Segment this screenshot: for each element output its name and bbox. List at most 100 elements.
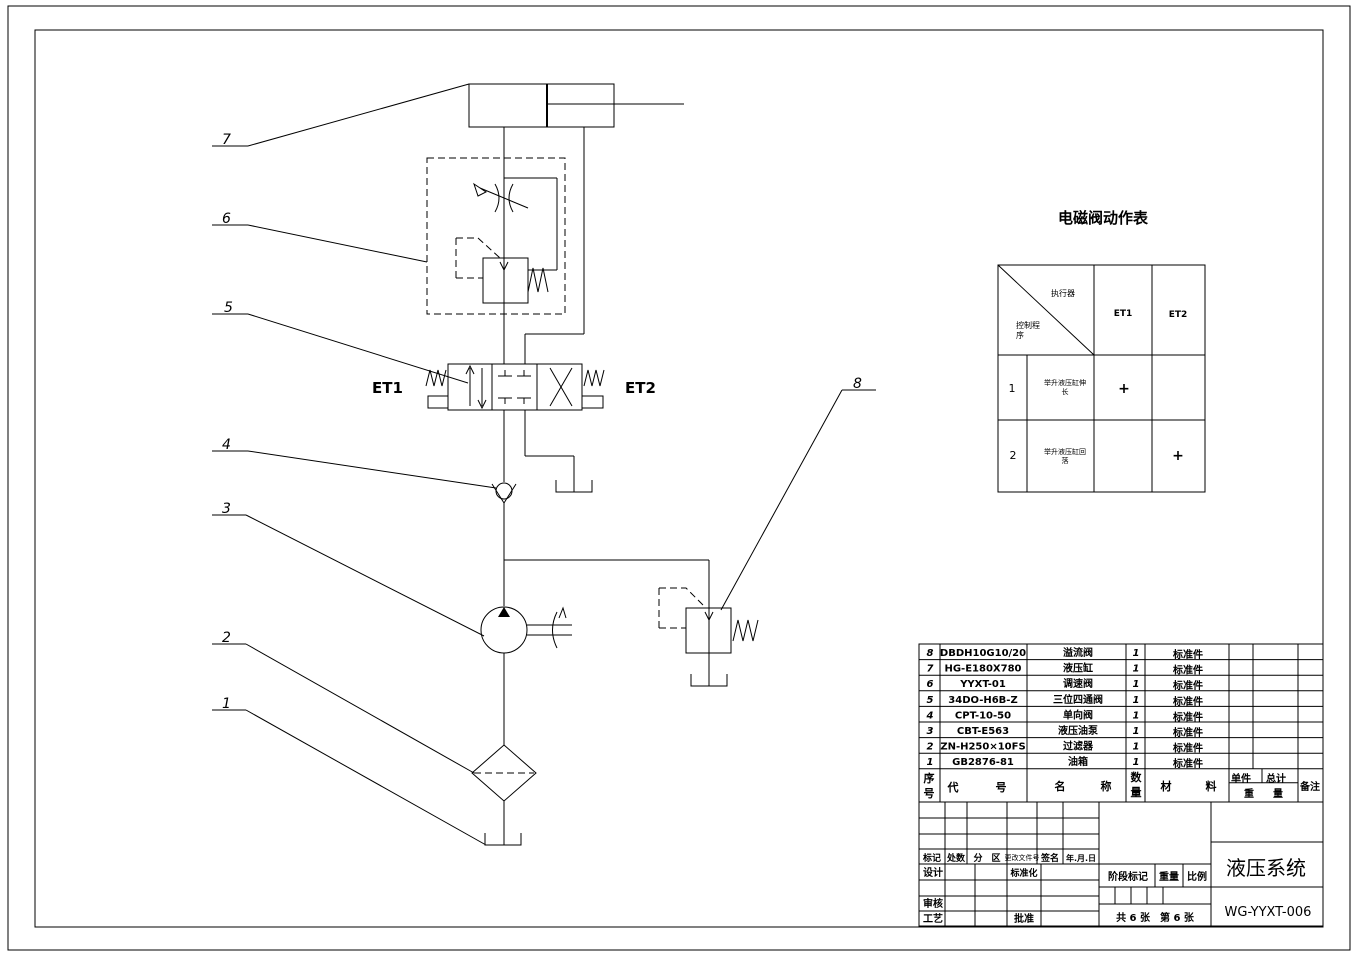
oil-tank — [484, 833, 522, 846]
part-qty: 1 — [1133, 710, 1140, 721]
tb-stage: 阶段标记 — [1108, 870, 1148, 883]
part-material: 标准件 — [1172, 726, 1203, 739]
valve-label-right: ET2 — [625, 379, 656, 397]
hdr-remark: 备注 — [1299, 780, 1320, 793]
part-name: 单向阀 — [1063, 708, 1093, 721]
callout-6: 6 — [222, 211, 231, 227]
executor-header: 执行器 — [1051, 288, 1075, 298]
part-code: DBDH10G10/20 — [940, 648, 1026, 659]
part-no: 7 — [927, 664, 934, 675]
check-valve — [491, 482, 517, 504]
hydraulic-cylinder — [468, 83, 684, 128]
rev-date: 年.月.日 — [1066, 853, 1096, 863]
row-2-et2: + — [1172, 448, 1184, 464]
callout-8: 8 — [853, 376, 862, 392]
program-header-2: 序 — [1016, 330, 1024, 340]
part-material: 标准件 — [1172, 710, 1203, 723]
row-2-step: 举升液压缸回 — [1044, 447, 1086, 456]
hdr-total: 总计 — [1266, 772, 1286, 785]
part-material: 标准件 — [1172, 648, 1203, 661]
part-code: HG-E180X780 — [944, 664, 1021, 675]
part-no: 3 — [927, 726, 934, 737]
row-2-no: 2 — [1010, 449, 1017, 462]
hdr-code-1: 代 — [947, 780, 959, 794]
part-code: YYXT-01 — [959, 679, 1006, 690]
drawing-number: WG-YYXT-006 — [1225, 905, 1312, 920]
filter — [471, 744, 537, 802]
program-header: 控制程 — [1016, 320, 1040, 330]
part-material: 标准件 — [1172, 742, 1203, 755]
tb-sheets: 共 6 张 第 6 张 — [1116, 911, 1195, 924]
tb-standardize: 标准化 — [1009, 867, 1037, 879]
tb-approve: 批准 — [1014, 912, 1034, 925]
rev-doc: 更改文件号 — [1005, 853, 1040, 862]
part-code: CPT-10-50 — [955, 710, 1011, 721]
part-qty: 1 — [1133, 757, 1140, 768]
tb-weight: 重量 — [1159, 870, 1179, 883]
hdr-name-1: 名 — [1055, 779, 1066, 793]
hdr-seq-1: 序 — [924, 771, 935, 785]
part-name: 油箱 — [1068, 755, 1088, 768]
hdr-seq-2: 号 — [924, 787, 935, 800]
part-material: 标准件 — [1172, 664, 1203, 677]
title-block: 标记 处数 分 区 更改文件号 签名 年.月.日 设计 标准化 审核 工艺 批准… — [918, 801, 1324, 927]
row-1-step: 举升液压缸伸 — [1044, 378, 1086, 387]
hdr-qty-2: 量 — [1131, 786, 1142, 799]
outer-border — [7, 5, 1351, 951]
tb-process: 工艺 — [923, 912, 943, 925]
tb-scale: 比例 — [1187, 870, 1207, 883]
part-qty: 1 — [1133, 664, 1140, 675]
part-name: 溢流阀 — [1063, 646, 1093, 659]
hdr-weight-1: 重 — [1244, 787, 1254, 800]
hdr-name-2: 称 — [1101, 779, 1112, 793]
return-tank — [555, 480, 593, 493]
hdr-code-2: 号 — [996, 781, 1007, 794]
drawing-title: 液压系统 — [1226, 856, 1306, 880]
hdr-weight-2: 量 — [1273, 787, 1283, 800]
callout-1: 1 — [222, 696, 231, 712]
valve-label-left: ET1 — [372, 379, 403, 397]
rev-zone: 分 区 — [973, 852, 1000, 864]
rev-sign: 签名 — [1040, 852, 1059, 864]
part-code: CBT-E563 — [957, 726, 1009, 737]
col-et2: ET2 — [1169, 310, 1188, 320]
callout-4: 4 — [222, 437, 231, 453]
part-no: 8 — [927, 648, 934, 659]
row-1-step-2: 长 — [1062, 387, 1069, 396]
part-name: 调速阀 — [1063, 677, 1093, 690]
part-code: GB2876-81 — [952, 757, 1014, 768]
part-qty: 1 — [1133, 742, 1140, 753]
hdr-qty-1: 数 — [1131, 770, 1143, 784]
rev-mark: 标记 — [922, 852, 941, 864]
part-no: 1 — [927, 757, 934, 768]
row-1-et1: + — [1118, 381, 1130, 397]
part-no: 2 — [927, 742, 934, 753]
col-et1: ET1 — [1114, 309, 1133, 319]
tb-design: 设计 — [923, 866, 943, 879]
rev-count: 处数 — [946, 852, 966, 864]
part-name: 液压油泵 — [1058, 724, 1099, 737]
hydraulic-schematic: ET1 ET2 — [372, 83, 759, 846]
row-1-no: 1 — [1009, 382, 1016, 395]
part-name: 液压缸 — [1063, 662, 1093, 675]
part-material: 标准件 — [1172, 757, 1203, 770]
part-no: 4 — [926, 710, 934, 721]
part-no: 5 — [927, 695, 934, 706]
part-no: 6 — [927, 679, 934, 690]
relief-valve — [658, 587, 759, 687]
three-position-four-way-valve — [425, 363, 605, 411]
hdr-mat-1: 材 — [1161, 779, 1172, 793]
solenoid-action-table: 电磁阀动作表 执行器 控制程 序 ET1 ET2 1 举升液压缸伸 长 + 2 … — [997, 209, 1206, 493]
part-qty: 1 — [1133, 679, 1140, 690]
part-qty: 1 — [1133, 695, 1140, 706]
hydraulic-pump — [480, 606, 572, 654]
action-table-title: 电磁阀动作表 — [1058, 209, 1149, 227]
speed-control-valve — [426, 157, 566, 315]
callout-3: 3 — [222, 501, 231, 517]
part-qty: 1 — [1133, 726, 1140, 737]
part-code: 34DO-H6B-Z — [948, 695, 1017, 706]
callout-5: 5 — [224, 300, 233, 316]
callout-leaders: 7 6 5 4 3 8 2 1 — [212, 83, 876, 846]
tb-review: 审核 — [923, 897, 943, 910]
